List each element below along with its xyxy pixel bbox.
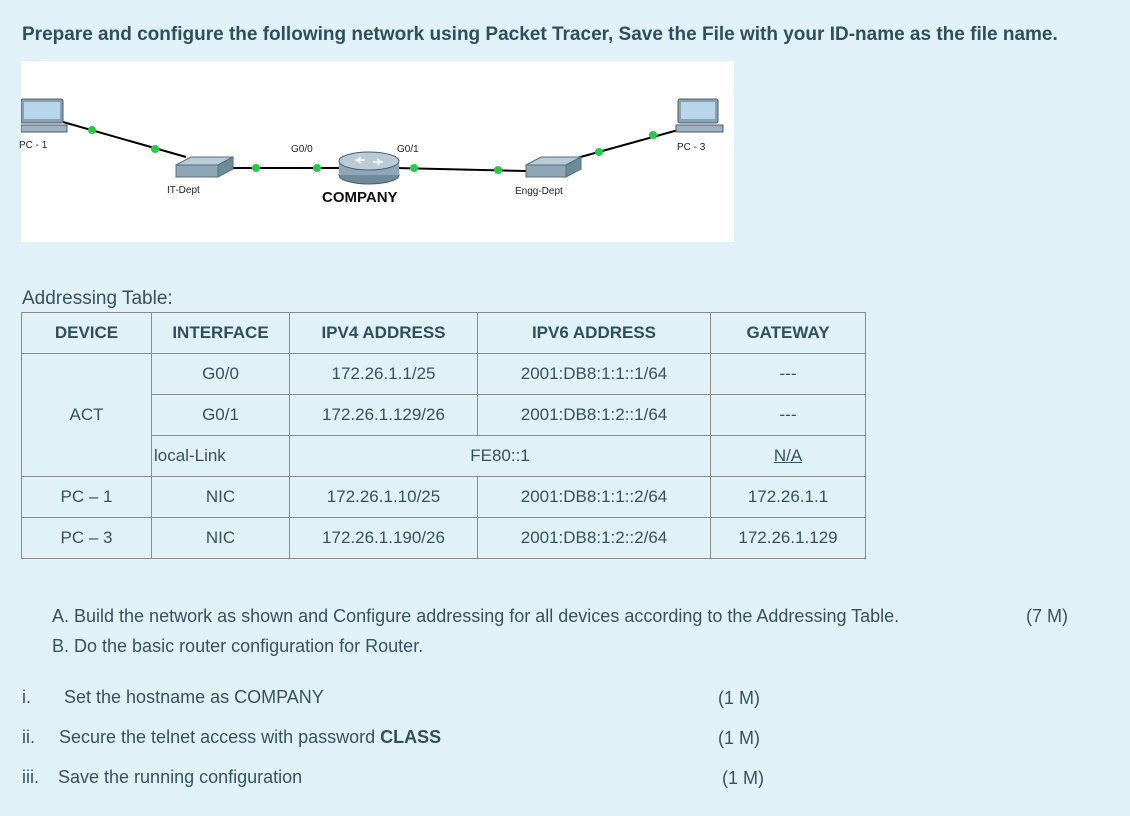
gateway-cell: 172.26.1.129: [710, 517, 866, 559]
subtask-2-marks: (1 M): [718, 728, 760, 748]
g01-label: G0/1: [397, 144, 419, 155]
link-engg-pc3: [565, 126, 690, 162]
link-local-address-cell: FE80::1: [289, 435, 711, 477]
device-cell: PC – 3: [21, 517, 152, 559]
subtask-2-line: Secure the telnet access with password C…: [59, 727, 441, 748]
port-dot: [313, 164, 321, 172]
table-row: local-Link FE80::1 N/A: [22, 435, 866, 477]
task-b-text: B. Do the basic router configuration for…: [52, 636, 424, 656]
table-row: G0/1 172.26.1.129/26 2001:DB8:1:2::1/64 …: [22, 394, 866, 436]
subtask-2-text: Secure the telnet access with password: [59, 727, 381, 747]
header-device: DEVICE: [21, 312, 152, 354]
interface-cell: G0/0: [151, 353, 290, 395]
ipv4-cell: 172.26.1.129/26: [289, 394, 478, 436]
port-dot: [88, 126, 96, 134]
port-dot: [151, 145, 159, 153]
ipv6-cell: 2001:DB8:1:1::1/64: [477, 353, 711, 395]
router-icon: [338, 151, 400, 185]
subtask-3-marks: (1 M): [722, 768, 764, 788]
page-heading: Prepare and configure the following netw…: [22, 24, 1058, 45]
engg-switch-label: Engg-Dept: [515, 186, 563, 197]
it-switch-label: IT-Dept: [167, 185, 200, 196]
ipv4-cell: 172.26.1.1/25: [289, 353, 478, 395]
gateway-cell: 172.26.1.1: [710, 476, 866, 518]
ipv6-cell: 2001:DB8:1:2::1/64: [477, 394, 711, 436]
subtask-1-number: i.: [22, 687, 31, 707]
table-header-row: DEVICE INTERFACE IPV4 ADDRESS IPV6 ADDRE…: [21, 312, 866, 354]
table-row: PC – 3 NIC 172.26.1.190/26 2001:DB8:1:2:…: [21, 517, 866, 559]
port-dot: [252, 164, 260, 172]
interface-cell: NIC: [151, 517, 290, 559]
gateway-cell: N/A: [710, 435, 866, 477]
interface-cell: local-Link: [151, 435, 290, 477]
router-label: COMPANY: [322, 189, 398, 206]
table-row: ACT G0/0 172.26.1.1/25 2001:DB8:1:1::1/6…: [21, 353, 866, 477]
gateway-cell: ---: [710, 394, 866, 436]
port-dot: [494, 166, 502, 174]
g00-label: G0/0: [291, 144, 313, 155]
task-a-marks: (7 M): [1026, 606, 1068, 626]
pc3-computer-icon: [675, 98, 724, 133]
table-row: PC – 1 NIC 172.26.1.10/25 2001:DB8:1:1::…: [21, 476, 866, 518]
task-a-text: A. Build the network as shown and Config…: [52, 606, 900, 626]
gateway-cell: ---: [710, 353, 866, 395]
port-dot: [649, 131, 657, 139]
subtask-1-text: Set the hostname as COMPANY: [64, 687, 324, 707]
pc1-computer-icon: [21, 98, 68, 133]
header-gateway: GATEWAY: [710, 312, 866, 354]
subtask-2-number: ii.: [22, 727, 35, 747]
subtask-1-marks: (1 M): [718, 688, 760, 708]
interface-cell: NIC: [151, 476, 290, 518]
header-interface: INTERFACE: [151, 312, 290, 354]
subtask-3-text: Save the running configuration: [58, 767, 303, 787]
pc1-label: PC - 1: [19, 140, 48, 151]
pc3-label: PC - 3: [677, 142, 706, 153]
network-diagram: PC - 1 PC - 3 G0/0 G0/1 IT-Dept Engg-Dep…: [19, 61, 734, 242]
port-dot: [410, 164, 418, 172]
ipv4-cell: 172.26.1.190/26: [289, 517, 478, 559]
engg-switch-icon: [525, 156, 582, 178]
device-cell: PC – 1: [21, 476, 152, 518]
subtask-2-password: CLASS: [380, 727, 442, 747]
ipv4-cell: 172.26.1.10/25: [289, 476, 478, 518]
ipv6-cell: 2001:DB8:1:1::2/64: [477, 476, 711, 518]
it-switch-icon: [175, 156, 234, 178]
link-pc1-it: [62, 121, 187, 158]
subtask-3-number: iii.: [22, 767, 39, 787]
port-dot: [595, 148, 603, 156]
ipv6-cell: 2001:DB8:1:2::2/64: [477, 517, 711, 559]
table-title: Addressing Table:: [22, 288, 173, 309]
interface-cell: G0/1: [151, 394, 290, 436]
topology-svg: [21, 98, 724, 185]
header-ipv6: IPV6 ADDRESS: [477, 312, 711, 354]
header-ipv4: IPV4 ADDRESS: [289, 312, 478, 354]
device-cell: ACT: [21, 353, 152, 477]
addressing-table: DEVICE INTERFACE IPV4 ADDRESS IPV6 ADDRE…: [21, 312, 866, 559]
